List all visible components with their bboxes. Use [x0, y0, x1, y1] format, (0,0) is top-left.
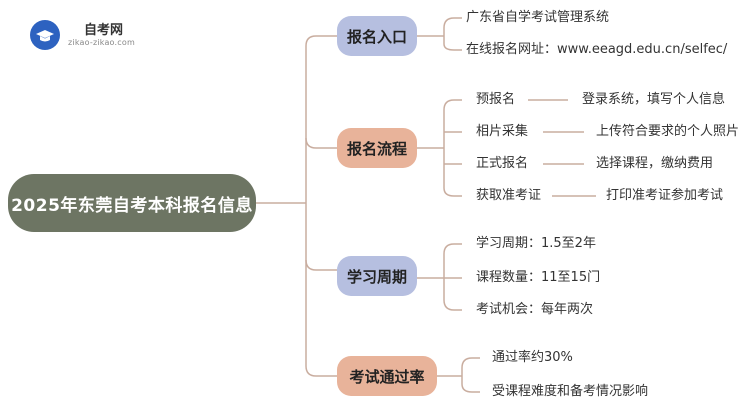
site-logo[interactable]: 自考网 zikao-zikao.com — [30, 18, 150, 54]
leaf-step-detail: 选择课程，缴纳费用 — [596, 156, 714, 171]
logo-title: 自考网 — [84, 23, 124, 38]
leaf-step-name: 预报名 — [476, 92, 516, 107]
branch-study-period: 学习周期 — [337, 256, 417, 296]
leaf-exam-chances: 考试机会：每年两次 — [476, 302, 594, 317]
branch-registration-entry: 报名入口 — [337, 16, 417, 56]
leaf-step-detail: 打印准考证参加考试 — [606, 188, 724, 203]
leaf-course-count: 课程数量：11至15门 — [476, 270, 601, 285]
leaf-pass-rate: 通过率约30% — [492, 350, 573, 365]
connector-branch-2 — [305, 137, 337, 149]
branch-registration-process: 报名流程 — [337, 128, 417, 168]
connector-branch-3 — [305, 259, 337, 271]
branch-pass-rate: 考试通过率 — [337, 356, 437, 396]
leaf-step-name: 相片采集 — [476, 124, 529, 139]
logo-subtitle: zikao-zikao.com — [68, 38, 135, 47]
leaf-registration-url[interactable]: 在线报名网址：www.eeagd.edu.cn/selfec/ — [466, 42, 728, 57]
leaf-system-name: 广东省自学考试管理系统 — [466, 10, 610, 25]
connector-branch-4 — [305, 365, 337, 377]
root-node: 2025年东莞自考本科报名信息 — [8, 174, 256, 232]
leaf-study-duration: 学习周期：1.5至2年 — [476, 236, 596, 251]
leaf-step-detail: 登录系统，填写个人信息 — [582, 92, 726, 107]
leaf-step-name: 获取准考证 — [476, 188, 542, 203]
leaf-pass-factors: 受课程难度和备考情况影响 — [492, 384, 649, 399]
connector-branch-1 — [305, 35, 337, 47]
graduation-cap-icon — [30, 20, 60, 50]
leaf-step-name: 正式报名 — [476, 156, 529, 171]
leaf-step-detail: 上传符合要求的个人照片 — [596, 124, 740, 139]
